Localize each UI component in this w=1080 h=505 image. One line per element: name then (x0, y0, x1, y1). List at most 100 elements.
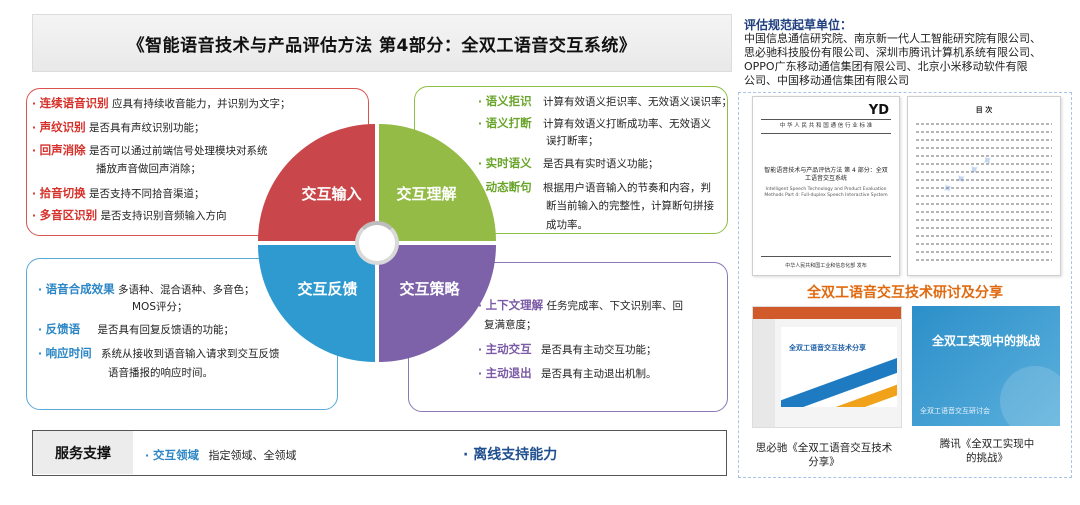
toc-line (916, 203, 1052, 205)
standard-title: 智能语音技术与产品评估方法 第 4 部分：全双工语音交互系统 (764, 167, 888, 182)
aispeech-slides-thumbnail[interactable]: 全双工语音交互技术分享 (752, 306, 902, 428)
caption-line: 思必驰《全双工语音交互技术 (755, 442, 893, 454)
service-item-domain: · 交互领域 指定领域、全领域 (145, 448, 297, 462)
aispeech-caption: 思必驰《全双工语音交互技术 分享》 (744, 441, 904, 469)
strategy-item-label: 上下文理解 (485, 298, 544, 312)
orgs-line: 思必驰科技股份有限公司、深圳市腾讯计算机系统有限公司、 (744, 46, 1041, 59)
input-item-0: · 连续语音识别 应具有持续收音能力，并识别为文字； (32, 96, 291, 110)
toc-line (916, 227, 1052, 229)
understand-item-text: 根据用户语音输入的节奏和内容，判 (543, 182, 711, 194)
toc-line (916, 131, 1052, 133)
feedback-item-label: 语音合成效果 (45, 282, 115, 296)
understand-item-text: 是否具有实时语义功能； (543, 158, 659, 170)
resources-panel (738, 92, 1072, 478)
understand-item-label: 动态断句 (485, 180, 532, 194)
feedback-item-text: 是否具有回复反馈语的功能； (97, 324, 235, 336)
toc-line (916, 259, 1052, 261)
toc-page-thumbnail: 目 次 ✦ ✦ ✦ ✦ (907, 96, 1061, 276)
feedback-item-2-cont: 语音播报的响应时间。 (108, 367, 213, 379)
toc-line (916, 171, 1052, 173)
divider (761, 256, 891, 257)
strategy-item-0: · 上下文理解 任务完成率、下文识别率、回 (478, 298, 684, 312)
input-item-text: 是否具有声纹识别功能； (89, 122, 205, 134)
wheel-quadrant-strategy: 交互策略 (379, 245, 496, 362)
strategy-item-2: · 主动退出 是否具有主动退出机制。 (478, 366, 657, 380)
toc-line (916, 147, 1052, 149)
toc-line (916, 195, 1052, 197)
service-item-text: 指定领域、全领域 (208, 449, 297, 462)
page-title: 《智能语音技术与产品评估方法 第4部分：全双工语音交互系统》 (127, 35, 637, 56)
input-item-label: 回声消除 (39, 143, 86, 157)
caption-line: 的挑战》 (966, 452, 1008, 464)
feedback-item-0: · 语音合成效果 多语种、混合语种、多音色； (38, 282, 255, 296)
feedback-item-text: 多语种、混合语种、多音色； (118, 284, 255, 296)
orgs-line: OPPO广东移动通信集团有限公司、北京小米移动软件有限 (744, 60, 1028, 73)
strategy-item-text: 任务完成率、下文识别率、回 (546, 300, 684, 312)
wheel-label-input: 交互输入 (301, 185, 362, 203)
input-item-2: · 回声消除 是否可以通过前端信号处理模块对系统 (32, 143, 268, 157)
orgs-title: 评估规范起草单位： (744, 18, 853, 32)
toc-title: 目 次 (975, 106, 993, 114)
standard-subtitle: Intelligent Speech Technology and Produc… (764, 187, 888, 198)
toolbar-graphic (753, 307, 901, 319)
input-item-text: 是否可以通过前端信号处理模块对系统 (89, 145, 268, 157)
standard-footer: 中华人民共和国工业和信息化部 发布 (785, 263, 867, 269)
toc-line (916, 243, 1052, 245)
strategy-item-text: 是否具有主动退出机制。 (541, 368, 657, 380)
strategy-item-label: 主动交互 (485, 342, 532, 356)
standard-cover-thumbnail: YD 中 华 人 民 共 和 国 通 信 行 业 标 准 智能语音技术与产品评估… (752, 96, 900, 276)
understand-item-3-cont2: 成功率。 (546, 219, 588, 231)
orgs-line: 中国信息通信研究院、南京新一代人工智能研究院有限公司、 (744, 32, 1041, 45)
understand-item-1-cont: 误打断率； (546, 135, 599, 147)
feedback-item-text: 系统从接收到语音输入请求到交互反馈 (101, 348, 280, 360)
service-item-offline-label: 离线支持能力 (473, 447, 558, 463)
understand-item-3: · 动态断句 根据用户语音输入的节奏和内容，判 (478, 180, 711, 195)
understand-item-text: 计算有效语义打断成功率、无效语义 (543, 118, 711, 130)
slide-preview: 全双工语音交互技术分享 (781, 327, 897, 407)
toc-line (916, 219, 1052, 221)
toc-line (916, 139, 1052, 141)
tencent-slides-thumbnail[interactable]: 全双工实现中的挑战 全双工语音交互研讨会 (912, 306, 1060, 426)
toc-line (916, 155, 1052, 157)
slide-sidebar-graphic (753, 319, 775, 427)
strategy-item-0-cont: 复满意度； (484, 319, 537, 331)
watermark-graphic: ✦ ✦ ✦ ✦ (938, 151, 998, 199)
share-title: 全双工语音交互技术研讨及分享 (807, 285, 1003, 301)
service-title: 服务支撑 (33, 431, 133, 474)
input-item-1: · 声纹识别 是否具有声纹识别功能； (32, 120, 205, 134)
input-item-label: 拾音切换 (39, 186, 86, 200)
divider (761, 119, 891, 120)
service-support-bar: 服务支撑 · 交互领域 指定领域、全领域 · 离线支持能力 (32, 430, 727, 476)
understand-item-2: · 实时语义 是否具有实时语义功能； (478, 156, 659, 170)
wheel-label-feedback: 交互反馈 (297, 280, 358, 298)
understand-item-0: · 语义拒识 计算有效语义拒识率、无效语义误识率； (478, 94, 732, 108)
toc-line (916, 187, 1052, 189)
understand-item-label: 语义拒识 (485, 94, 532, 108)
understand-item-1: · 语义打断 计算有效语义打断成功率、无效语义 (478, 116, 711, 130)
wheel-label-understand: 交互理解 (396, 185, 457, 203)
standard-header: 中 华 人 民 共 和 国 通 信 行 业 标 准 (779, 123, 873, 129)
page-title-bar: 《智能语音技术与产品评估方法 第4部分：全双工语音交互系统》 (32, 14, 732, 72)
feedback-item-label: 响应时间 (45, 346, 92, 360)
slide-title: 全双工语音交互技术分享 (789, 344, 866, 352)
service-item-offline: · 离线支持能力 (463, 447, 558, 463)
understand-item-label: 语义打断 (485, 116, 532, 130)
toc-line (916, 179, 1052, 181)
input-item-2-cont: 播放声音做回声消除； (96, 163, 201, 175)
wheel-quadrant-feedback: 交互反馈 (258, 245, 375, 362)
decor-circle (1000, 366, 1060, 426)
yd-mark: YD (868, 103, 889, 118)
orgs-line: 公司、中国移动通信集团有限公司 (744, 74, 909, 87)
input-item-text: 应具有持续收音能力，并识别为文字； (112, 98, 291, 110)
feedback-item-label: 反馈语 (45, 322, 81, 336)
tencent-caption: 腾讯《全双工实现中 的挑战》 (912, 437, 1062, 465)
toc-line (916, 211, 1052, 213)
understand-item-text: 计算有效语义拒识率、无效语义误识率； (543, 96, 732, 108)
cycle-arrows-icon (355, 221, 399, 265)
wheel-quadrant-understand: 交互理解 (379, 124, 496, 241)
thumb2-subtitle: 全双工语音交互研讨会 (920, 407, 990, 415)
divider (761, 133, 891, 134)
input-item-text: 是否支持不同拾音渠道； (89, 188, 205, 200)
strategy-item-label: 主动退出 (485, 366, 532, 380)
toc-line (916, 123, 1052, 125)
